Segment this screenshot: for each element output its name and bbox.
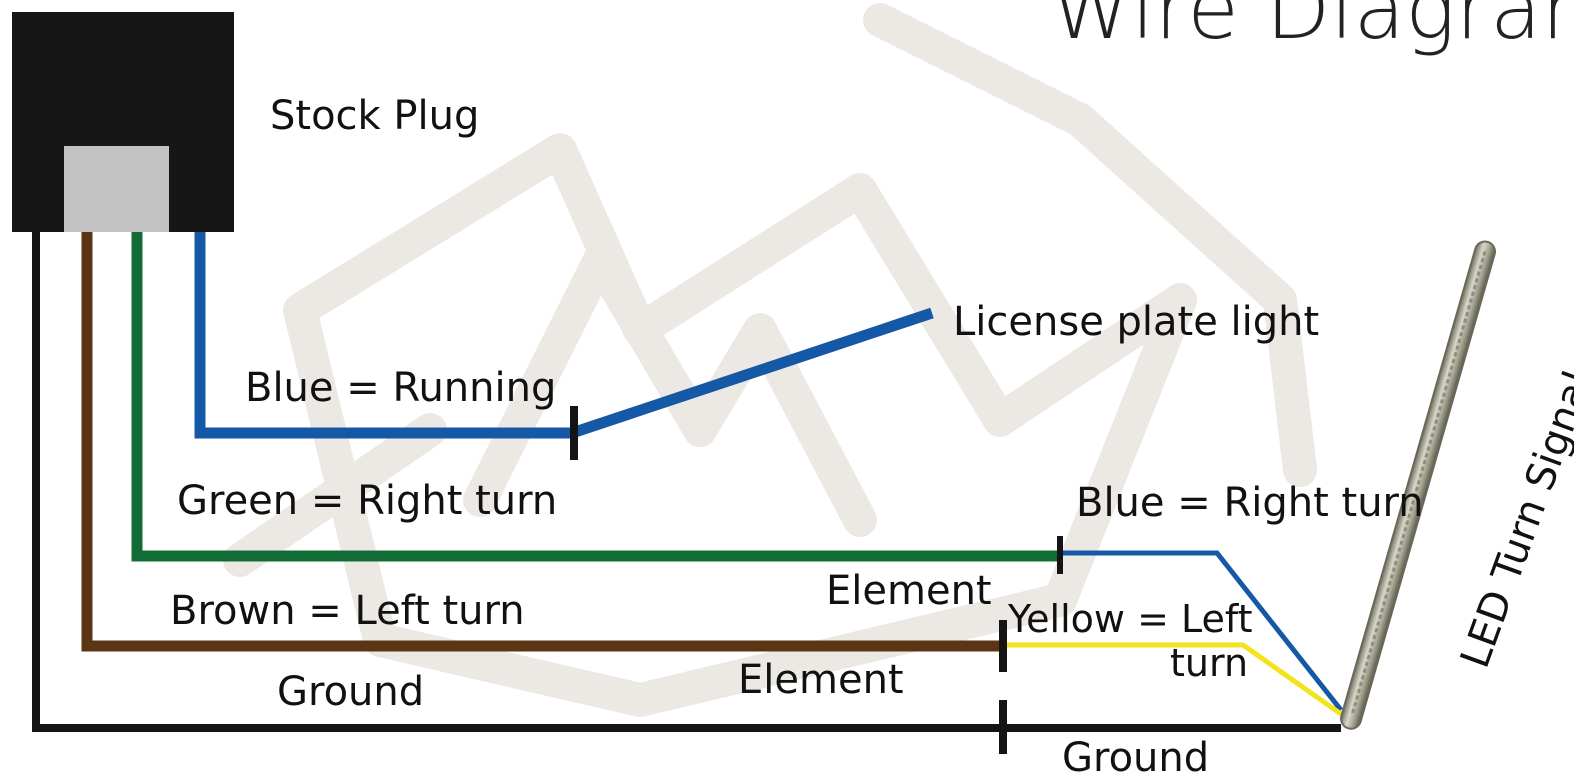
stock-plug-label: Stock Plug	[270, 93, 480, 139]
blue-right-turn-lead	[1060, 550, 1343, 712]
blue-right-turn-label: Blue = Right turn	[1076, 480, 1424, 526]
element-upper-label: Element	[826, 568, 992, 614]
blue-running-label: Blue = Running	[245, 365, 557, 411]
yellow-left-turn-label: Yellow = Left turn	[1008, 597, 1268, 685]
ground-wire	[32, 232, 1341, 732]
ground-bottom-label: Ground	[1062, 735, 1210, 781]
yellow-left-turn-line2: turn	[1170, 640, 1249, 685]
yellow-left-turn-lead	[1003, 642, 1343, 717]
green-right-turn-wire	[131, 232, 1060, 562]
blue-running-wire	[194, 232, 572, 439]
stock-plug-insert	[64, 146, 169, 232]
diagram-title: Wire Diagram	[1050, 0, 1574, 58]
led-turn-signal-bar	[1340, 240, 1496, 730]
license-plate-branch-wire	[570, 307, 934, 439]
brown-left-turn-label: Brown = Left turn	[170, 588, 525, 634]
brown-left-turn-wire	[81, 232, 1003, 652]
green-right-turn-label: Green = Right turn	[177, 478, 558, 524]
yellow-left-turn-line1: Yellow = Left	[1008, 597, 1253, 641]
license-plate-light-label: License plate light	[953, 299, 1320, 345]
ground-left-label: Ground	[277, 669, 425, 715]
watermark-logo	[223, 3, 1317, 717]
element-lower-label: Element	[738, 657, 904, 703]
